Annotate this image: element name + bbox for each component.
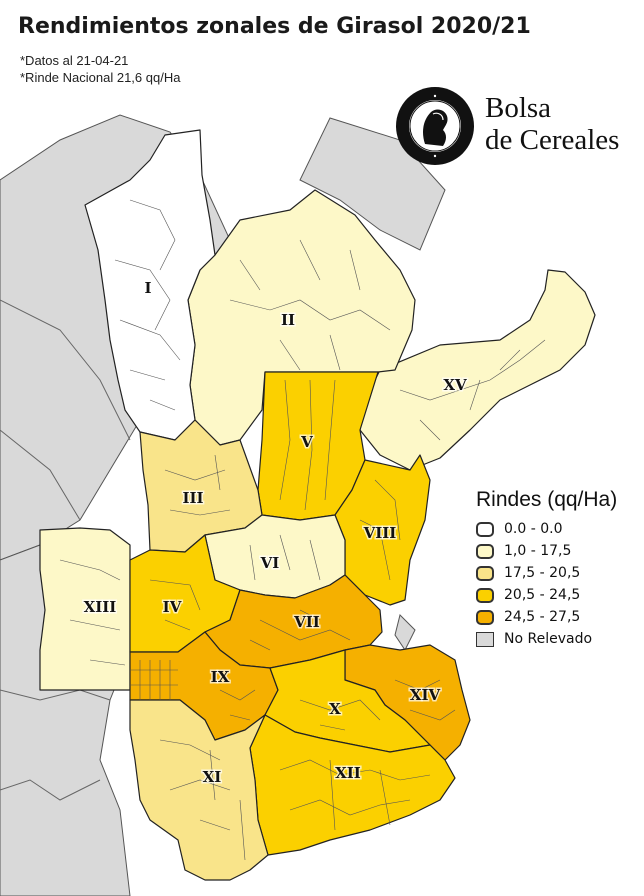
zone-label-XIII: XIII <box>84 598 117 616</box>
legend: Rindes (qq/Ha) 0.0 - 0.0 1,0 - 17,5 17,5… <box>476 488 641 650</box>
legend-swatch <box>476 609 494 625</box>
zone-label-II: II <box>281 311 295 329</box>
note-date: *Datos al 21-04-21 <box>20 53 129 68</box>
legend-label: 24,5 - 27,5 <box>504 609 581 625</box>
zone-labels: I II III IV V VI VII VIII IX X XI XII XI… <box>82 278 468 788</box>
note-national-yield: *Rinde Nacional 21,6 qq/Ha <box>20 70 181 85</box>
zone-label-XIV: XIV <box>410 686 441 704</box>
zone-label-V: V <box>300 433 313 451</box>
legend-label: 17,5 - 20,5 <box>504 565 581 581</box>
zone-label-VI: VI <box>260 554 280 572</box>
zone-XV-area <box>359 269 596 471</box>
legend-item: No Relevado <box>476 628 641 650</box>
legend-swatch <box>476 521 494 537</box>
legend-item: 1,0 - 17,5 <box>476 540 641 562</box>
logo-text-line1: Bolsa <box>485 92 552 124</box>
seal-icon <box>396 87 474 165</box>
legend-swatch <box>476 587 494 603</box>
zones <box>39 129 596 881</box>
zone-label-X: X <box>329 700 341 718</box>
legend-swatch <box>476 565 494 581</box>
map-title: Rendimientos zonales de Girasol 2020/21 <box>18 14 531 39</box>
legend-swatch <box>476 543 494 559</box>
zone-label-XII: XII <box>335 764 361 782</box>
legend-label: No Relevado <box>504 631 593 647</box>
legend-swatch <box>476 631 494 647</box>
legend-item: 24,5 - 27,5 <box>476 606 641 628</box>
legend-title: Rindes (qq/Ha) <box>476 488 618 511</box>
province-lines <box>0 299 131 801</box>
zone-label-IX: IX <box>211 668 230 686</box>
zone-label-XI: XI <box>203 768 222 786</box>
legend-label: 0.0 - 0.0 <box>504 521 563 537</box>
legend-label: 20,5 - 24,5 <box>504 587 581 603</box>
logo-text-line2: de Cereales <box>485 124 620 156</box>
zone-label-XV: XV <box>443 376 467 394</box>
zone-XI-area <box>129 699 269 881</box>
bolsa-de-cereales-logo: Bolsa de Cereales <box>393 87 633 168</box>
zone-label-I: I <box>144 279 151 297</box>
zone-label-IV: IV <box>163 598 182 616</box>
legend-item: 17,5 - 20,5 <box>476 562 641 584</box>
legend-label: 1,0 - 17,5 <box>504 543 572 559</box>
legend-item: 20,5 - 24,5 <box>476 584 641 606</box>
legend-item: 0.0 - 0.0 <box>476 518 641 540</box>
department-lines <box>59 199 546 861</box>
zone-label-VII: VII <box>293 613 320 631</box>
zone-label-III: III <box>182 489 203 507</box>
zone-label-VIII: VIII <box>363 524 397 542</box>
